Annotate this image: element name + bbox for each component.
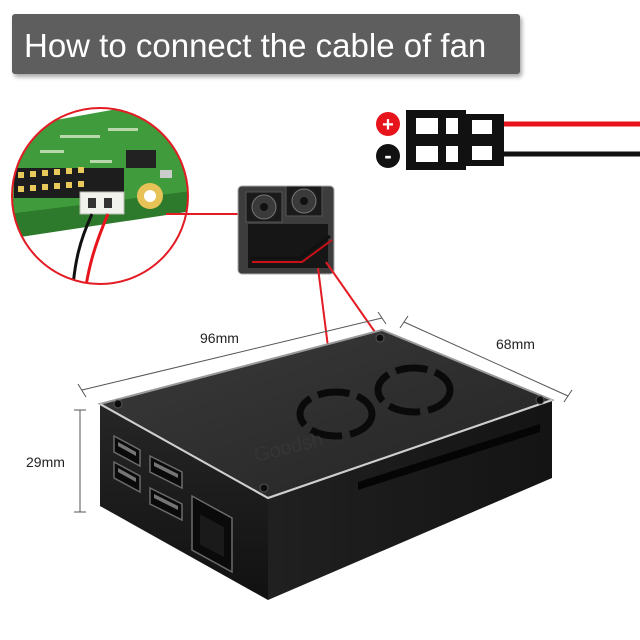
- raspberry-pi-case: Goodsh: [97, 328, 555, 600]
- dimension-width: 68mm: [496, 336, 535, 352]
- title-banner: [12, 14, 520, 74]
- dual-fan: [245, 186, 323, 223]
- gpio-zoom-circle: [11, 107, 189, 285]
- dimension-length: 96mm: [200, 330, 239, 346]
- negative-symbol: -: [384, 143, 391, 168]
- negative-icon: [376, 144, 400, 168]
- top-vents: [296, 364, 454, 440]
- front-ports: [113, 434, 233, 574]
- fan-closeup: [237, 185, 335, 275]
- side-slot: [358, 424, 540, 490]
- page-title: How to connect the cable of fan: [24, 27, 487, 64]
- positive-icon: [376, 112, 400, 136]
- positive-symbol: +: [382, 114, 394, 136]
- fan-plug: [79, 191, 125, 215]
- dimension-height: 29mm: [26, 454, 65, 470]
- dimension-lines: [74, 311, 573, 513]
- connector-diagram: [376, 110, 640, 170]
